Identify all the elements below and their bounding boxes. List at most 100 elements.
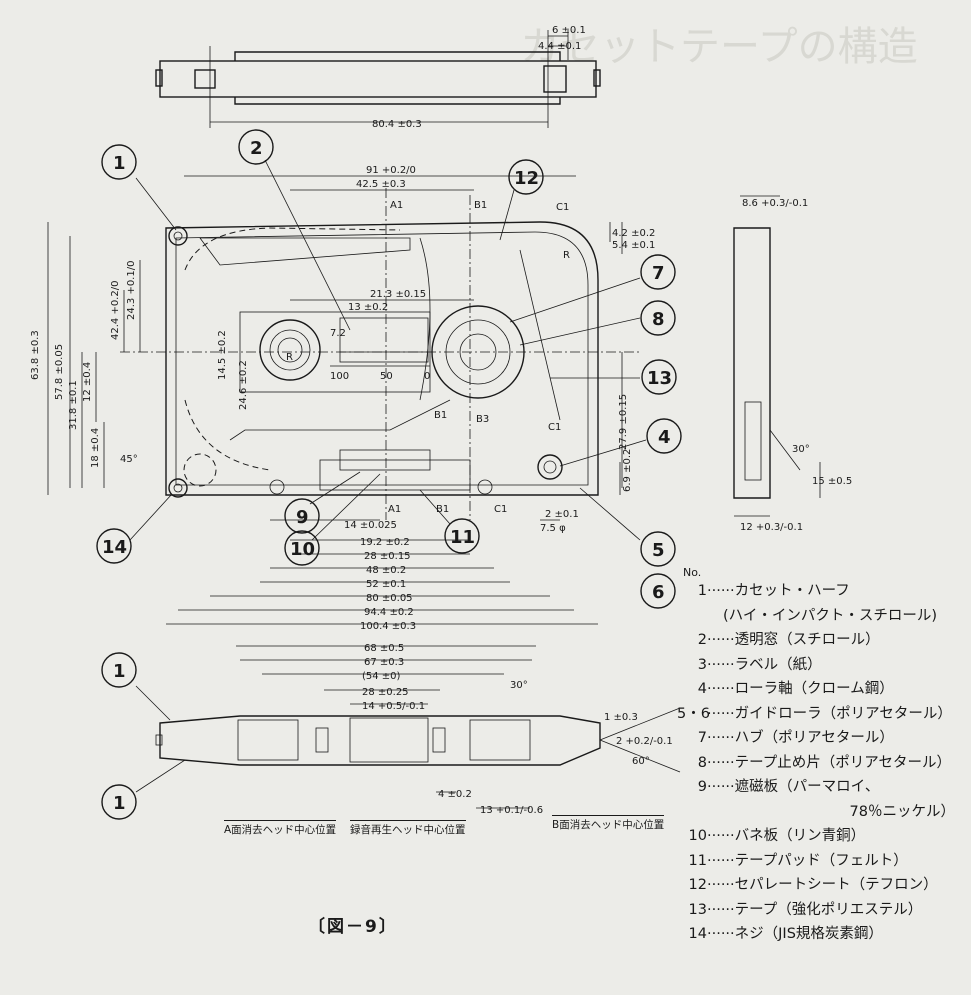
dim-42-5: 42.5 ±0.3 bbox=[356, 179, 406, 190]
svg-text:10: 10 bbox=[290, 539, 315, 560]
svg-text:7: 7 bbox=[652, 263, 665, 284]
marker-9: 9 bbox=[284, 498, 320, 534]
dim-6-9: 6.9 ±0.2 bbox=[622, 449, 633, 492]
marker-2: 2 bbox=[238, 129, 274, 165]
svg-text:14: 14 bbox=[102, 537, 127, 558]
dim-28: 28 ±0.15 bbox=[364, 551, 411, 562]
dim-100-4: 100.4 ±0.3 bbox=[360, 621, 416, 632]
dim-68: 68 ±0.5 bbox=[364, 643, 404, 654]
dim-42-4: 42.4 +0.2/0 bbox=[110, 281, 121, 340]
dim-45deg: 45° bbox=[120, 454, 138, 465]
ref-c1-mid: C1 bbox=[548, 422, 561, 433]
parts-list: No. 1······カセット・ハーフ (ハイ・インパクト・スチロール) 2··… bbox=[677, 566, 971, 947]
parts-item: 13······テープ（強化ポリエステル） bbox=[688, 901, 923, 918]
dim-12: 12 ±0.4 bbox=[82, 362, 93, 402]
dim-1: 1 ±0.3 bbox=[604, 712, 638, 723]
scale-0: 0 bbox=[424, 371, 430, 382]
parts-list-header: No. bbox=[683, 566, 702, 579]
dim-80-4: 80.4 ±0.3 bbox=[372, 119, 422, 130]
marker-3: 1 bbox=[101, 144, 137, 180]
marker-4: 4 bbox=[646, 418, 682, 454]
marker-10: 10 bbox=[284, 530, 320, 566]
parts-item: 9······遮磁板（パーマロイ、 bbox=[697, 779, 880, 795]
ref-b1-bot: B1 bbox=[436, 504, 449, 515]
dim-30deg-side: 30° bbox=[792, 444, 810, 455]
dim-28-bottom: 28 ±0.25 bbox=[362, 687, 409, 698]
dim-91: 91 +0.2/0 bbox=[366, 165, 416, 176]
ref-a1-top: A1 bbox=[390, 200, 403, 211]
parts-item-sub: 78％ニッケル） bbox=[849, 803, 955, 820]
parts-item: 8······テープ止め片（ポリアセタール） bbox=[697, 754, 951, 771]
dim-4-2: 4.2 ±0.2 bbox=[612, 228, 655, 239]
dim-12-side: 12 +0.3/-0.1 bbox=[740, 522, 803, 533]
marker-1-upper: 1 bbox=[101, 652, 137, 688]
dim-18: 18 ±0.4 bbox=[90, 428, 101, 468]
marker-8: 8 bbox=[640, 300, 676, 336]
ref-b3-mid: B3 bbox=[476, 414, 489, 425]
svg-text:6: 6 bbox=[652, 582, 665, 603]
part-markers: 1 2 12 7 8 13 4 5 6 9 10 11 14 1 1 bbox=[96, 129, 682, 820]
parts-item: 4······ローラ軸（クローム鋼） bbox=[697, 681, 894, 697]
label-a-erase-head: A面消去ヘッド中心位置 bbox=[224, 820, 337, 837]
svg-text:4: 4 bbox=[658, 427, 671, 448]
dim-2-bottom: 2 +0.2/-0.1 bbox=[616, 736, 673, 747]
dim-19-2: 19.2 ±0.2 bbox=[360, 537, 410, 548]
top-view: 80.4 ±0.3 6 ±0.1 4.4 ±0.1 bbox=[155, 25, 601, 130]
parts-item: 14······ネジ（JIS規格炭素鋼） bbox=[688, 926, 883, 942]
side-view: 8.6 +0.3/-0.1 30° 15 ±0.5 12 +0.3/-0.1 bbox=[733, 195, 852, 533]
svg-text:5: 5 bbox=[652, 540, 665, 561]
svg-text:8: 8 bbox=[652, 309, 665, 330]
dim-14: 14 ±0.025 bbox=[344, 520, 397, 531]
parts-item: 2······透明窓（スチロール） bbox=[697, 632, 880, 648]
dim-30deg-bottom: 30° bbox=[510, 680, 528, 691]
marker-12: 12 bbox=[508, 159, 544, 195]
ghost-heading: カセットテープの構造 bbox=[520, 24, 918, 70]
svg-text:1: 1 bbox=[113, 661, 126, 682]
scale-50: 50 bbox=[380, 371, 393, 382]
dim-5-4: 5.4 ±0.1 bbox=[612, 240, 655, 251]
dim-94-4: 94.4 ±0.2 bbox=[364, 607, 414, 618]
label-b-erase-head: B面消去ヘッド中心位置 bbox=[552, 815, 665, 832]
dim-52: 52 ±0.1 bbox=[366, 579, 406, 590]
svg-text:11: 11 bbox=[450, 527, 475, 548]
figure-caption: 〔図－9〕 bbox=[308, 917, 398, 937]
dim-24-6: 24.6 ±0.2 bbox=[238, 360, 249, 410]
ref-c1-bot: C1 bbox=[494, 504, 507, 515]
dim-4-4: 4.4 ±0.1 bbox=[538, 41, 581, 52]
dim-60deg: 60° bbox=[632, 756, 650, 767]
parts-item: 11······テープパッド（フェルト） bbox=[688, 852, 908, 869]
dim-13: 13 ±0.2 bbox=[348, 302, 388, 313]
bottom-view: 68 ±0.5 67 ±0.3 (54 ±0) 28 ±0.25 14 +0.5… bbox=[155, 643, 681, 816]
dim-27-9: 27.9 ±0.15 bbox=[618, 394, 629, 450]
dim-21-3: 21.3 ±0.15 bbox=[370, 289, 426, 300]
parts-item: 5・6······ガイドローラ（ポリアセタール） bbox=[677, 705, 952, 722]
dim-15: 15 ±0.5 bbox=[812, 476, 852, 487]
marker-5: 5 bbox=[640, 531, 676, 567]
parts-item: 12······セパレートシート（テフロン） bbox=[688, 877, 938, 893]
svg-text:2: 2 bbox=[250, 138, 263, 159]
front-view: 91 +0.2/0 42.5 ±0.3 21.3 ±0.15 13 ±0.2 7… bbox=[30, 165, 655, 632]
dim-13-bottom: 13 +0.1/-0.6 bbox=[480, 805, 543, 816]
marker-14: 14 bbox=[96, 528, 132, 564]
ref-b1-mid: B1 bbox=[434, 410, 447, 421]
svg-text:13: 13 bbox=[647, 368, 672, 389]
ref-a1-bot: A1 bbox=[388, 504, 401, 515]
dim-57-8: 57.8 ±0.05 bbox=[54, 344, 65, 400]
label-rec-play-head: 録音再生ヘッド中心位置 bbox=[350, 820, 466, 837]
dim-2: 2 ±0.1 bbox=[545, 509, 579, 520]
dim-14-bottom: 14 +0.5/-0.1 bbox=[362, 701, 425, 712]
dim-54: (54 ±0) bbox=[362, 671, 401, 682]
scale-100: 100 bbox=[330, 371, 349, 382]
marker-6: 6 bbox=[640, 573, 676, 609]
ref-b1-top: B1 bbox=[474, 200, 487, 211]
marker-13: 13 bbox=[641, 359, 677, 395]
svg-text:12: 12 bbox=[514, 168, 539, 189]
parts-item: 7······ハブ（ポリアセタール） bbox=[697, 730, 894, 746]
dim-4: 4 ±0.2 bbox=[438, 789, 472, 800]
dim-80: 80 ±0.05 bbox=[366, 593, 413, 604]
label-r-hub: R bbox=[286, 352, 293, 363]
dim-67: 67 ±0.3 bbox=[364, 657, 404, 668]
dim-7-2: 7.2 bbox=[330, 328, 346, 339]
